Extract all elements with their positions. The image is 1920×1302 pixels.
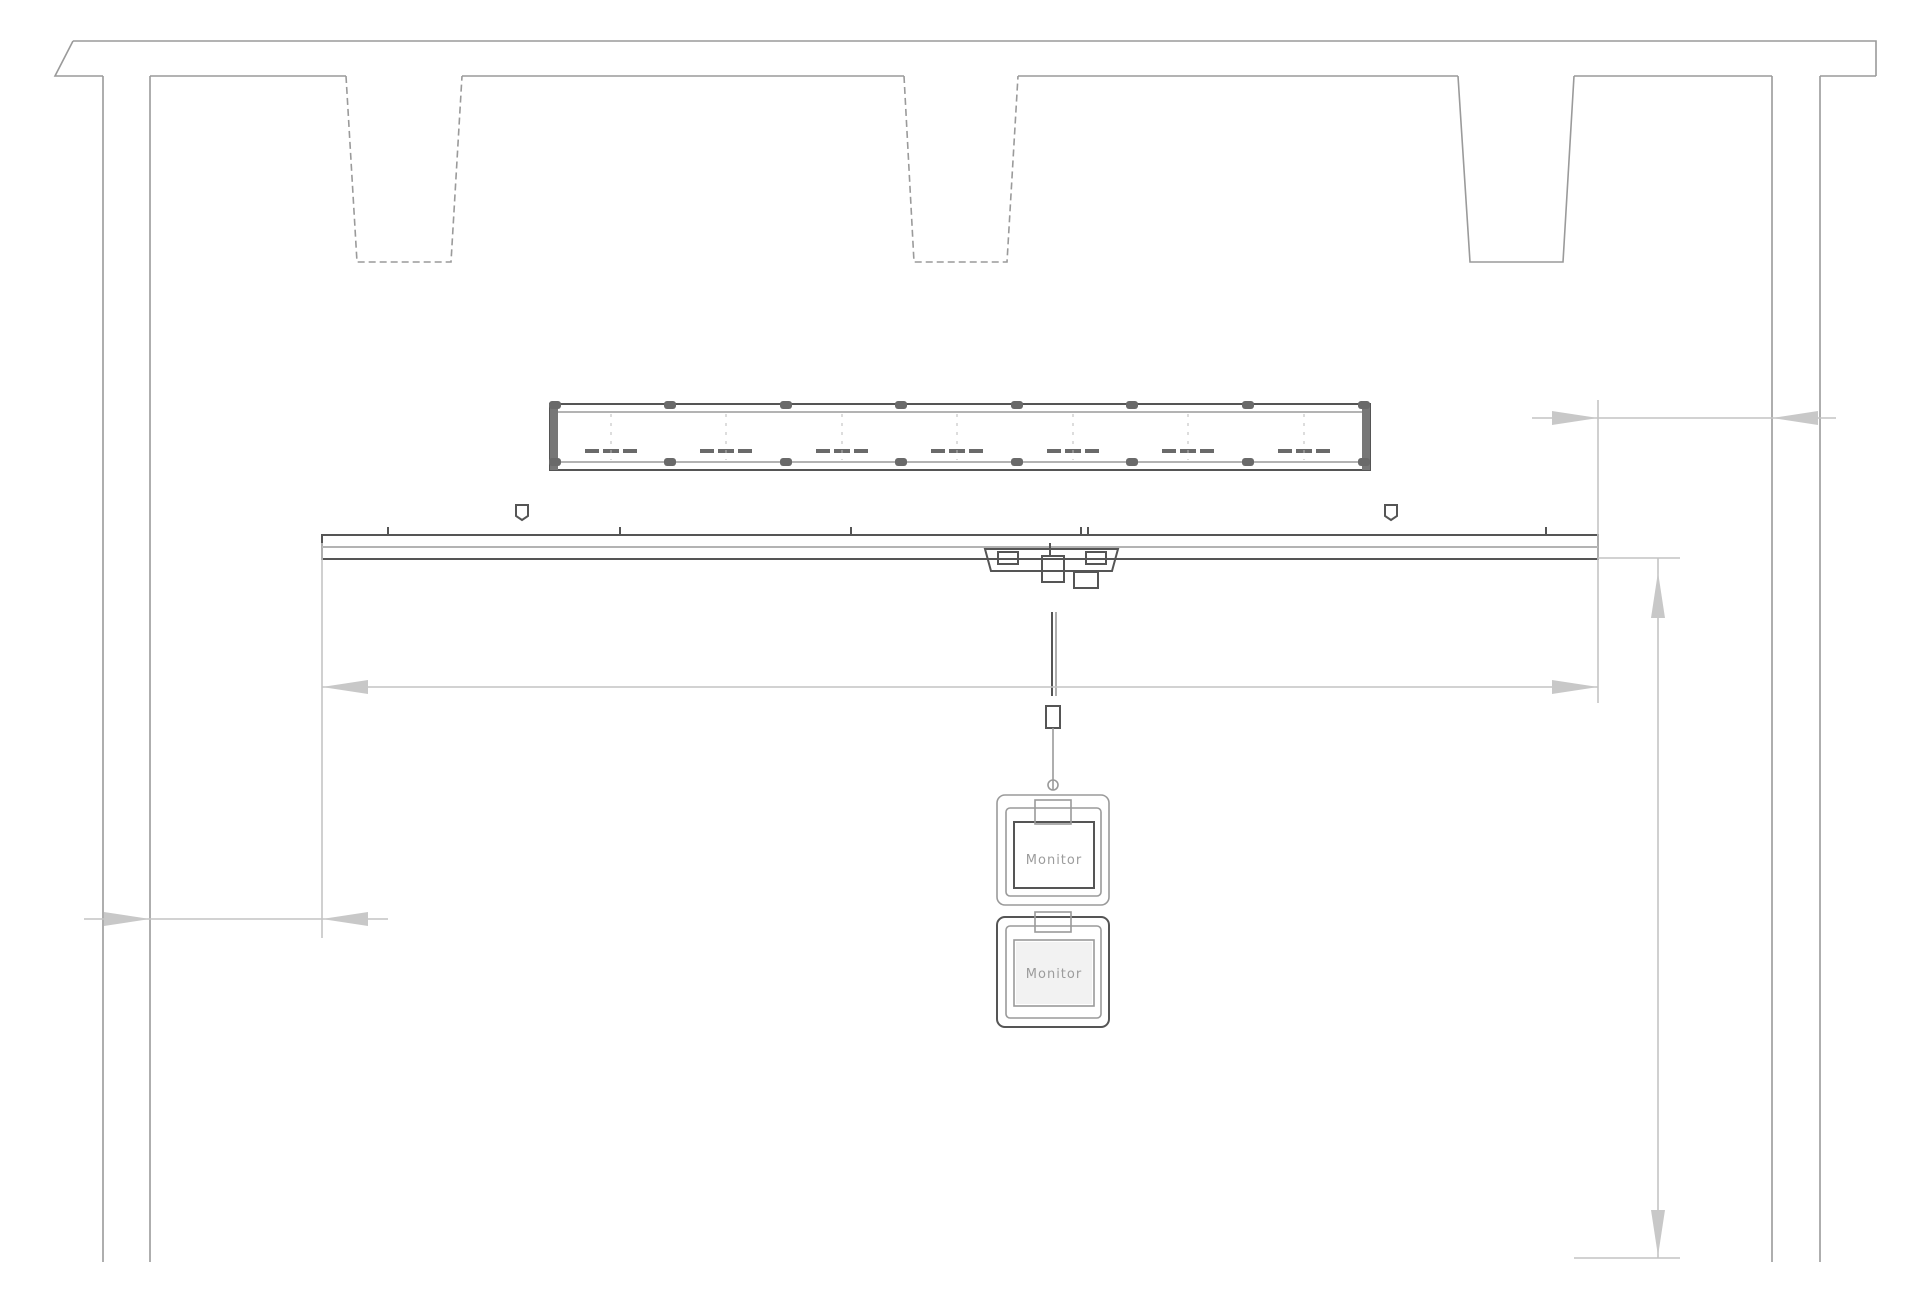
upper-rail-assembly (549, 401, 1371, 471)
rail-clip (1011, 458, 1023, 466)
rail-clip (895, 458, 907, 466)
monitor-unit-2: Monitor (996, 911, 1110, 1028)
rail-segment (700, 414, 752, 460)
rail-segment (1278, 414, 1330, 460)
rail-clip (1242, 458, 1254, 466)
rail-clip (549, 458, 561, 466)
ceiling-slab (53, 40, 1877, 263)
monitor-label-2: Monitor (1026, 967, 1082, 982)
rail-clip (780, 401, 792, 409)
drop-rod (1045, 612, 1061, 791)
rail-segment (931, 414, 983, 460)
rail-clip (1011, 401, 1023, 409)
rail-segment (585, 414, 637, 460)
monitor-unit-1: Monitor (996, 794, 1110, 906)
rail-segment (1047, 414, 1099, 460)
rail-clip (895, 401, 907, 409)
rail-clip (664, 401, 676, 409)
rail-segment (1162, 414, 1214, 460)
rail-clip (1242, 401, 1254, 409)
rail-clip (1358, 401, 1370, 409)
monitor-label-1: Monitor (1026, 853, 1082, 868)
rail-clip (1126, 458, 1138, 466)
rail-segment (816, 414, 868, 460)
dimension-track-height (1574, 557, 1680, 1259)
rail-clips (549, 401, 1370, 466)
rail-clip (780, 458, 792, 466)
lower-track (321, 504, 1599, 560)
rail-clip (549, 401, 561, 409)
dimension-right-offset (1532, 411, 1836, 425)
rail-segments (585, 414, 1330, 460)
rail-clip (664, 458, 676, 466)
dimension-left-offset (84, 912, 388, 926)
walls (102, 76, 1821, 1262)
rail-clip (1126, 401, 1138, 409)
dimension-track-length (321, 400, 1599, 938)
rail-clip (1358, 458, 1370, 466)
carriage (983, 543, 1120, 589)
